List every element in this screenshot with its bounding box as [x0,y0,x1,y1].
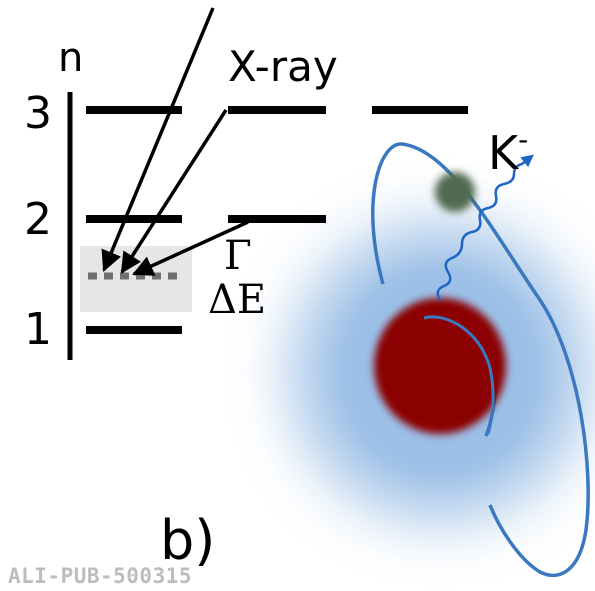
level-3-label: 3 [24,88,52,139]
panel-label: b) [160,509,216,572]
xray-label: X-ray [228,42,338,91]
kaon-ball-icon [435,172,475,212]
level-2-label: 2 [24,194,52,245]
width-label: Γ [224,233,252,279]
kaon-charge: - [518,123,529,156]
kaon-symbol: K [488,126,519,180]
level-1-label: 1 [24,304,52,355]
wavy-photon-icon [436,154,534,301]
transition-arrow-from-above [101,7,215,272]
transition-arrow-from-level-3 [120,109,228,274]
transition-arrow-from-level-2 [132,220,249,276]
kaon-label: K- [488,126,528,177]
quantum-number-label: n [58,35,84,81]
atom-illustration [290,142,590,578]
orbit-front-arc [371,142,590,578]
shift-label: ΔE [208,277,267,323]
nucleus-icon [374,298,506,434]
watermark-label: ALI-PUB-500315 [8,564,193,588]
orbit-inner-arc [423,315,495,435]
